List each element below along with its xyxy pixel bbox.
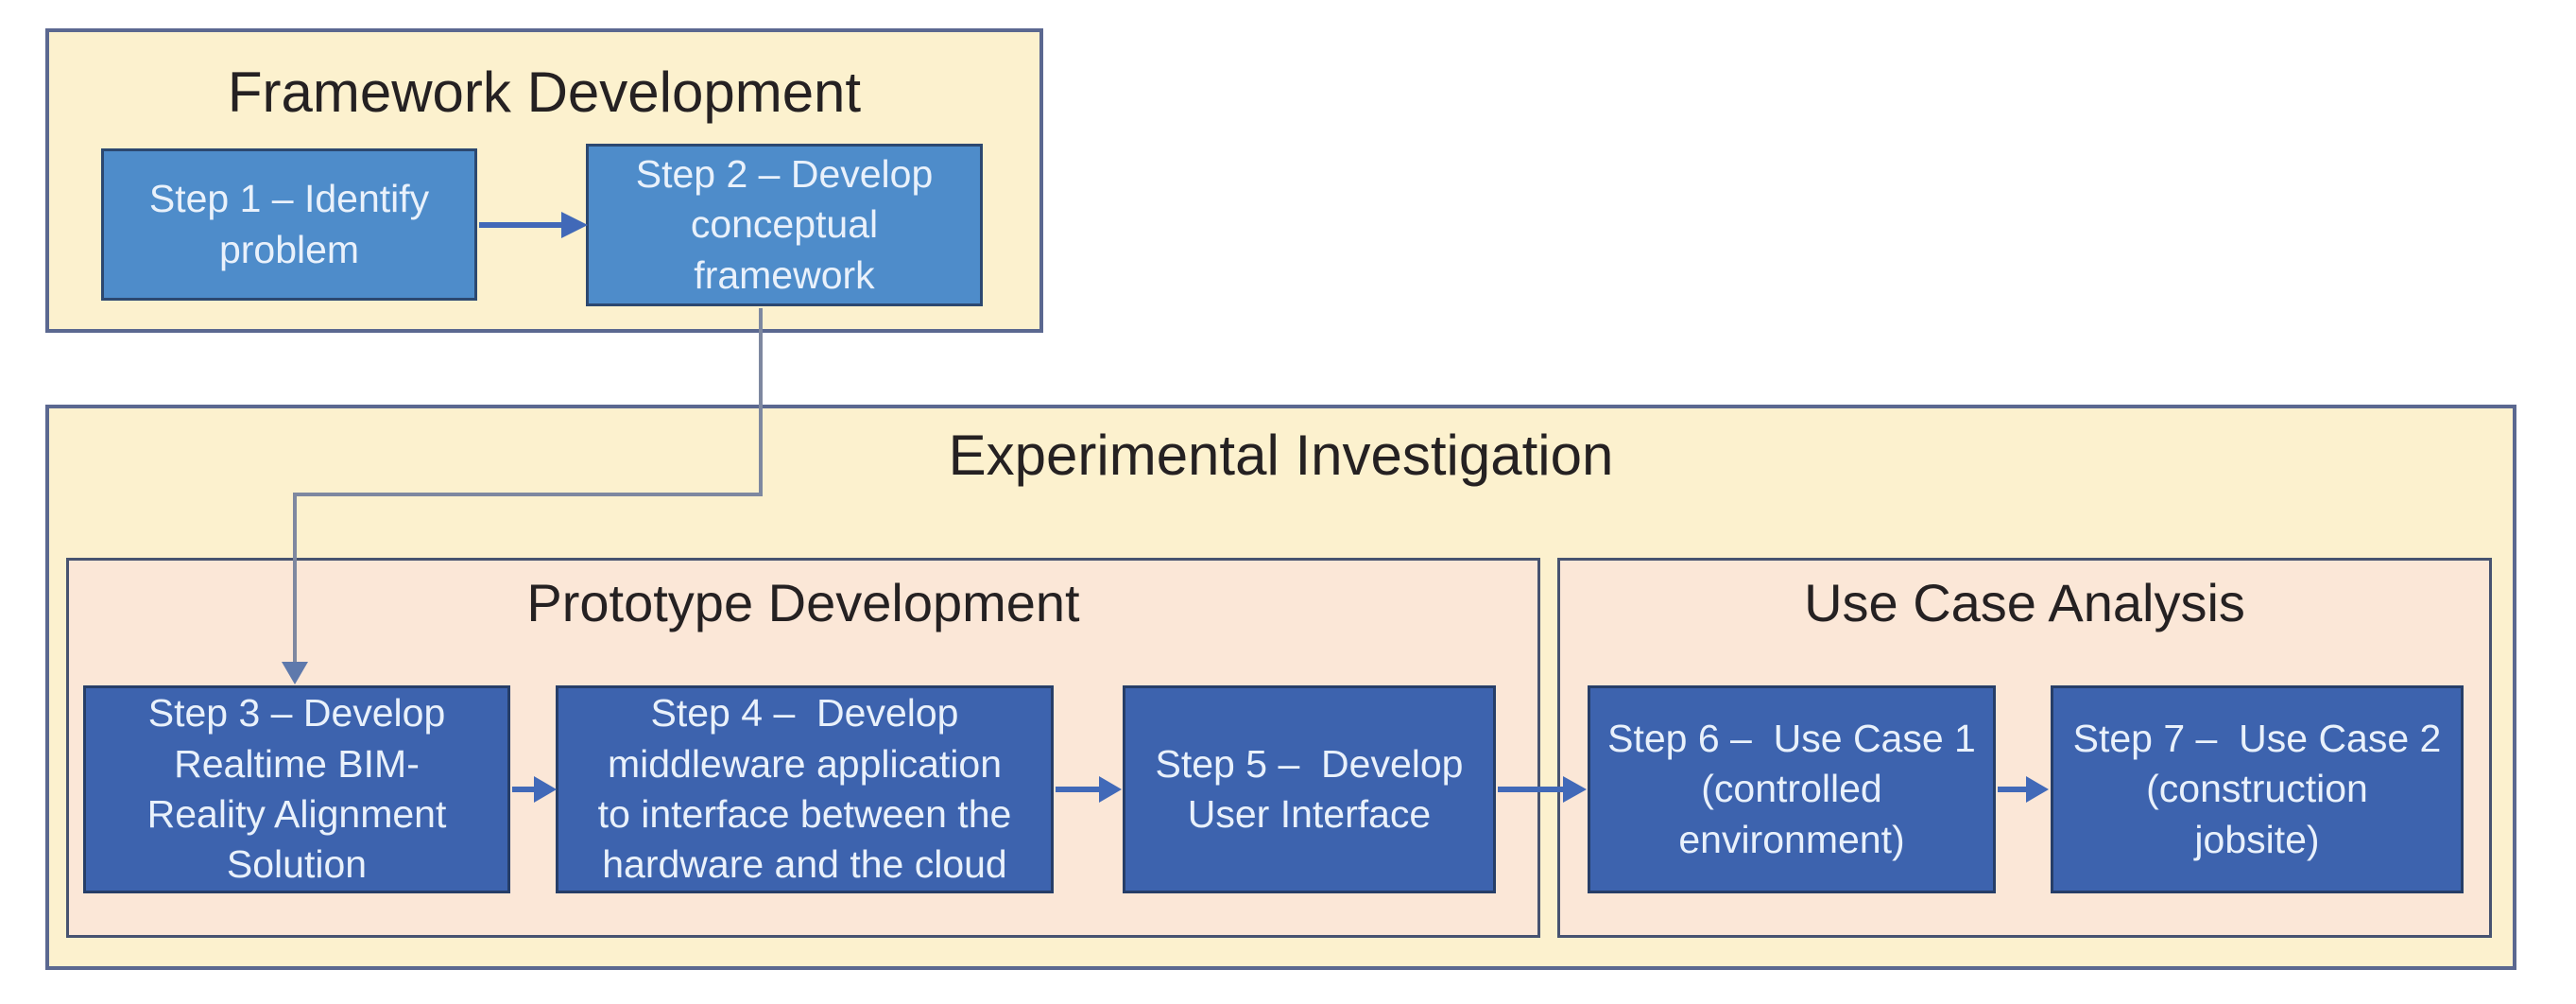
step7-box: Step 7 – Use Case 2 (construction jobsit…: [2051, 685, 2464, 893]
use-case-subsection-title: Use Case Analysis: [1804, 573, 2245, 632]
step4-label: Step 4 – Develop middleware application …: [597, 691, 1012, 887]
step7-label: Step 7 – Use Case 2 (construction jobsit…: [2072, 717, 2442, 861]
step5-label: Step 5 – Develop User Interface: [1155, 741, 1464, 836]
step2-label: Step 2 – Develop conceptual framework: [635, 152, 934, 297]
step5-box: Step 5 – Develop User Interface: [1123, 685, 1496, 893]
step6-box: Step 6 – Use Case 1 (controlled environm…: [1588, 685, 1996, 893]
step4-box: Step 4 – Develop middleware application …: [556, 685, 1054, 893]
step1-label: Step 1 – Identify problem: [148, 177, 430, 271]
step6-label: Step 6 – Use Case 1 (controlled environm…: [1607, 717, 1976, 861]
step3-box: Step 3 – Develop Realtime BIM- Reality A…: [83, 685, 510, 893]
step2-box: Step 2 – Develop conceptual framework: [586, 144, 983, 306]
step1-box: Step 1 – Identify problem: [101, 148, 477, 301]
prototype-subsection-title: Prototype Development: [526, 573, 1080, 632]
step3-label: Step 3 – Develop Realtime BIM- Reality A…: [146, 691, 447, 887]
framework-section-title: Framework Development: [227, 61, 862, 124]
experimental-section-title: Experimental Investigation: [948, 424, 1614, 487]
